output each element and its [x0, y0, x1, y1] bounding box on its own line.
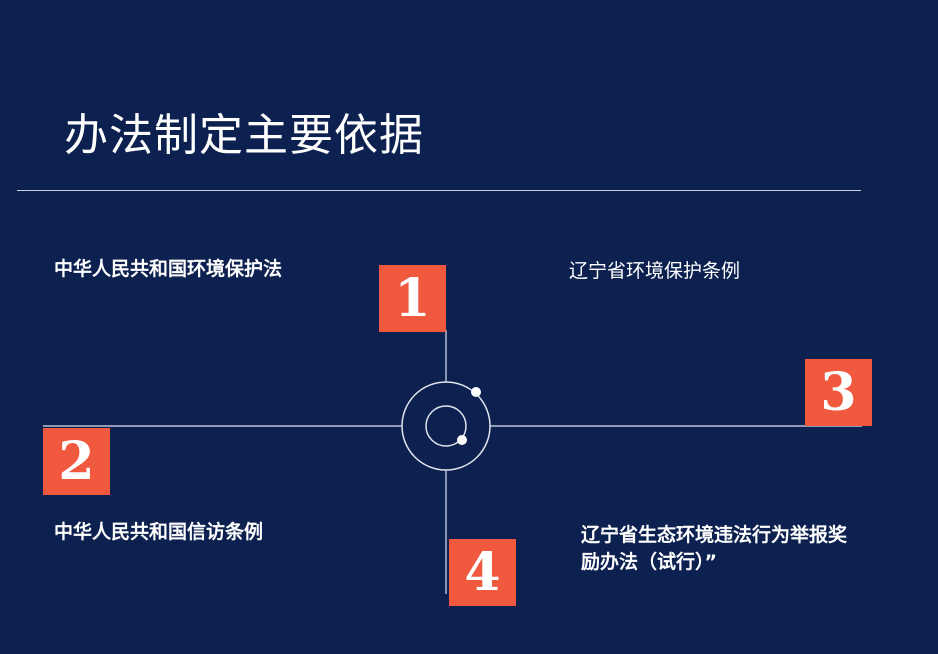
hub-dot-outer	[471, 387, 481, 397]
item-2-label: 中华人民共和国信访条例	[54, 521, 264, 543]
number-badge-1: 1	[379, 265, 446, 332]
hub-dot-inner	[457, 435, 467, 445]
item-1-label: 中华人民共和国环境保护法	[54, 258, 283, 280]
item-4-label: 辽宁省生态环境违法行为举报奖 励办法（试行）”	[581, 522, 847, 576]
item-4-label-line1: 辽宁省生态环境违法行为举报奖	[581, 524, 848, 546]
hub-inner-ring	[425, 405, 467, 447]
number-badge-2: 2	[43, 428, 110, 495]
number-badge-4: 4	[449, 539, 516, 606]
slide-title: 办法制定主要依据	[64, 110, 424, 161]
item-4-label-line2: 励办法（试行）”	[581, 551, 717, 573]
item-3-label: 辽宁省环境保护条例	[569, 260, 741, 282]
hub-outer-ring	[401, 381, 491, 471]
title-divider	[17, 190, 861, 191]
number-badge-3: 3	[805, 359, 872, 426]
